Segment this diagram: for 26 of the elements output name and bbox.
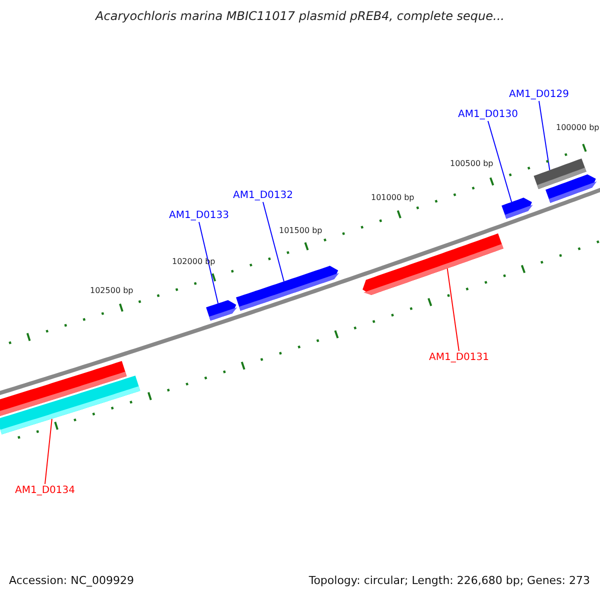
- gene-feature-bar: [0, 376, 140, 434]
- gene-feature-bar: [362, 233, 504, 295]
- gene-label: AM1_D0130: [458, 109, 518, 120]
- gene-feature-bar: [546, 174, 597, 203]
- scale-label: 102500 bp: [90, 286, 134, 295]
- gene-feature-bar: [502, 198, 533, 219]
- gene-feature-bar: [206, 300, 238, 321]
- leader-line: [446, 268, 460, 352]
- gene-label: AM1_D0133: [169, 210, 229, 221]
- leader-line: [44, 418, 52, 484]
- gene-feature-bar: [236, 266, 340, 311]
- gene-label: AM1_D0129: [509, 89, 569, 100]
- gene-label: AM1_D0132: [233, 190, 293, 201]
- footer-text: Topology: circular; Length: 226,680 bp; Genes: 273: [308, 574, 590, 587]
- chart-title: Acaryochloris marina MBIC11017 plasmid pREB4, complete seque...: [94, 9, 506, 23]
- scale-label: 100000 bp: [556, 123, 600, 132]
- gene-label: AM1_D0134: [15, 485, 75, 496]
- leader-line: [538, 100, 550, 171]
- scale-label: 101000 bp: [371, 193, 414, 202]
- leader-line: [262, 202, 284, 282]
- scale-label: 101500 bp: [279, 226, 322, 235]
- leader-line: [198, 222, 219, 304]
- footer-text: Accession: NC_009929: [9, 574, 134, 587]
- scale-label: 100500 bp: [450, 159, 494, 168]
- gene-label: AM1_D0131: [429, 352, 489, 363]
- leader-line: [488, 120, 512, 202]
